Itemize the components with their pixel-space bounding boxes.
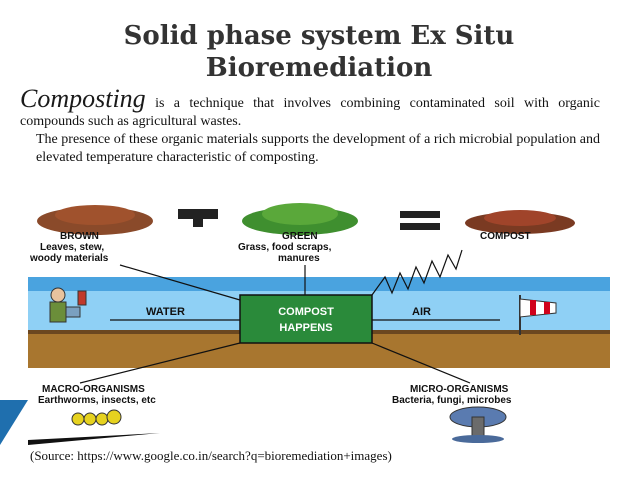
center-line-1: COMPOST [278, 306, 334, 318]
center-line-2: HAPPENS [279, 322, 332, 334]
heat-zigzag [371, 249, 463, 296]
intro-sentence-1: is a technique that involves combining c… [20, 96, 600, 129]
source-citation: (Source: https://www.google.co.in/search… [30, 448, 392, 463]
micro-desc: Bacteria, fungi, microbes [392, 395, 512, 406]
air-label: AIR [412, 306, 431, 318]
intro-paragraph-2: The presence of these organic materials … [36, 132, 600, 165]
windsock-icon [519, 295, 557, 335]
decorative-stripe [28, 433, 160, 445]
macro-title: MACRO-ORGANISMS [42, 384, 145, 395]
macro-desc: Earthworms, insects, etc [38, 395, 156, 406]
green-line-1: Grass, food scraps, [238, 242, 332, 253]
title-line-1: Solid phase system Ex Situ [123, 21, 515, 51]
compost-happens-box [239, 294, 373, 344]
brown-title: BROWN [60, 231, 99, 242]
micro-title: MICRO-ORGANISMS [410, 384, 509, 395]
composting-diagram: BROWN Leaves, stew, woody materials GREE… [0, 203, 610, 445]
slide-title: Solid phase system Ex Situ Bioremediatio… [0, 20, 638, 84]
composting-term: Composting [20, 84, 146, 113]
brown-line-1: Leaves, stew, [40, 242, 104, 253]
caterpillar-icon [71, 409, 122, 426]
title-line-2: Bioremediation [205, 53, 433, 83]
decorative-wedge [0, 400, 28, 445]
water-surface [28, 277, 610, 291]
brown-pile-top [55, 205, 135, 225]
microbe-icon [449, 406, 507, 443]
brown-connector [119, 264, 241, 301]
green-line-2: manures [278, 253, 320, 264]
intro-paragraph-1: Composting is a technique that involves … [20, 86, 600, 131]
equals-sign-bottom [400, 223, 440, 230]
green-title: GREEN [282, 231, 318, 242]
compost-pile-top [484, 210, 556, 226]
macro-connector [79, 342, 241, 384]
green-pile-top [262, 203, 338, 225]
intro-text: Composting is a technique that involves … [20, 86, 600, 167]
micro-connector [371, 342, 471, 384]
plus-sign-stem [193, 209, 203, 227]
gardener-icon [49, 287, 87, 323]
water-label: WATER [146, 306, 185, 318]
brown-line-2: woody materials [29, 253, 109, 264]
compost-label: COMPOST [480, 231, 531, 242]
equals-sign-top [400, 211, 440, 218]
